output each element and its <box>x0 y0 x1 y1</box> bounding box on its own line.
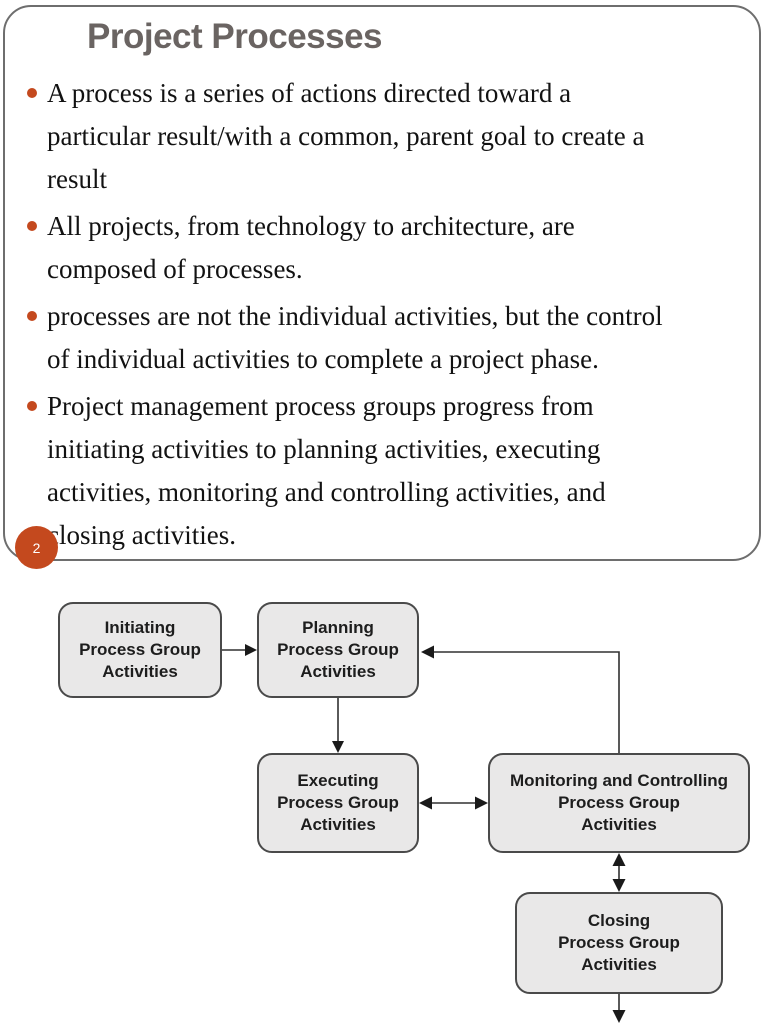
bullet-list: A process is a series of actions directe… <box>25 72 739 557</box>
bullet-item: Project management process groups progre… <box>25 385 739 557</box>
page-number-badge: 2 <box>15 526 58 569</box>
slide-title: Project Processes <box>87 17 383 56</box>
bullet-icon <box>27 221 37 231</box>
flow-box-monitoring: Monitoring and Controlling Process Group… <box>488 753 750 853</box>
page-number: 2 <box>32 539 41 556</box>
bullet-icon <box>27 88 37 98</box>
bullet-item: All projects, from technology to archite… <box>25 205 739 291</box>
arrow-closing-down <box>612 994 626 1023</box>
arrow-monitoring-closing-bidirectional <box>612 853 626 892</box>
bullet-text: Project management process groups progre… <box>47 391 606 550</box>
bullet-text: A process is a series of actions directe… <box>47 78 645 194</box>
arrow-executing-monitoring-bidirectional <box>419 796 488 810</box>
flow-box-executing: Executing Process Group Activities <box>257 753 419 853</box>
arrow-monitoring-to-planning <box>421 645 620 753</box>
flow-box-planning: Planning Process Group Activities <box>257 602 419 698</box>
bullet-icon <box>27 401 37 411</box>
bullet-item: A process is a series of actions directe… <box>25 72 739 201</box>
arrow-planning-to-executing <box>332 698 344 753</box>
bullet-text: processes are not the individual activit… <box>47 301 663 374</box>
bullet-item: processes are not the individual activit… <box>25 295 739 381</box>
arrow-initiating-to-planning <box>222 644 257 656</box>
slide-panel: Project Processes A process is a series … <box>3 5 761 561</box>
bullet-text: All projects, from technology to archite… <box>47 211 575 284</box>
flow-box-initiating: Initiating Process Group Activities <box>58 602 222 698</box>
bullet-icon <box>27 311 37 321</box>
flow-box-closing: Closing Process Group Activities <box>515 892 723 994</box>
